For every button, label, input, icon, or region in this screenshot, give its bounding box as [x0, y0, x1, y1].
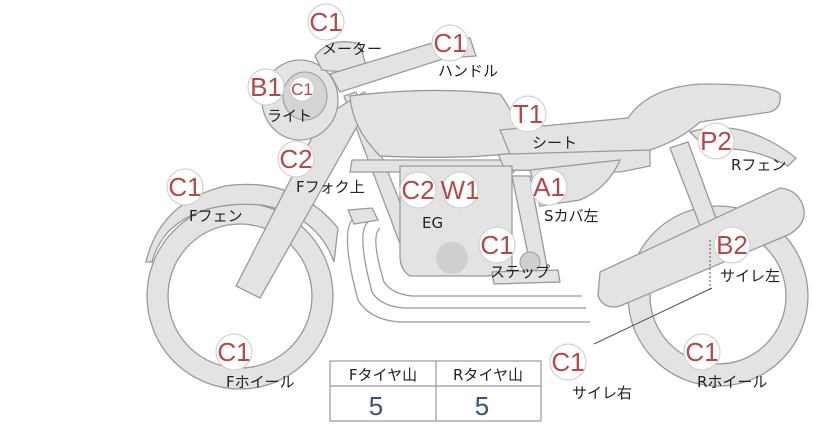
- part-muffler-left[interactable]: B2 サイレ左: [713, 226, 780, 285]
- front-fork-code: C2: [279, 144, 312, 174]
- rear-tread-header: Rタイヤ山: [453, 366, 523, 384]
- seat-shape: [499, 83, 781, 155]
- muffler-right-leader: [593, 287, 713, 345]
- step-label: ステップ: [490, 263, 550, 281]
- part-muffler-right[interactable]: C1 サイレ右: [549, 343, 632, 402]
- part-side-cover[interactable]: A1 Sカバ左: [530, 168, 599, 225]
- light-code: B1: [250, 72, 282, 102]
- front-fender-code: C1: [168, 172, 201, 202]
- part-step[interactable]: C1 ステップ: [478, 226, 550, 281]
- rear-fender-label: Rフェン: [731, 156, 786, 174]
- step-peg: [491, 269, 561, 285]
- engine-label: EG: [422, 214, 443, 232]
- side-cover-code: A1: [533, 172, 565, 202]
- part-handle[interactable]: C1 ハンドル: [431, 24, 498, 80]
- handle-code: C1: [433, 28, 466, 58]
- rear-wheel-label: Rホイール: [697, 373, 767, 391]
- rear-wheel-code: C1: [685, 337, 718, 367]
- seat-code: T1: [513, 99, 543, 129]
- rear-tread-value: 5: [475, 391, 489, 421]
- muffler-right-label: サイレ右: [572, 384, 632, 402]
- front-fork-label: Fフォク上: [296, 178, 365, 196]
- engine-code-secondary: W1: [441, 175, 480, 205]
- side-cover-label: Sカバ左: [544, 207, 599, 225]
- part-light[interactable]: B1 C1 ライト: [247, 68, 315, 125]
- part-rear-fender[interactable]: P2 Rフェン: [697, 122, 786, 174]
- muffler-right-code: C1: [551, 347, 584, 377]
- front-wheel-code: C1: [217, 337, 250, 367]
- seat-label: シート: [532, 134, 577, 152]
- front-tread-header: Fタイヤ山: [349, 366, 417, 384]
- step-code: C1: [480, 230, 513, 260]
- part-front-fender[interactable]: C1 Fフェン: [166, 168, 243, 225]
- exhaust-pipes: [346, 207, 590, 323]
- part-meter[interactable]: C1 メーター: [307, 3, 382, 58]
- muffler-shape: [597, 187, 805, 308]
- part-seat[interactable]: T1 シート: [509, 95, 577, 152]
- handle-label: ハンドル: [438, 62, 498, 80]
- front-fender-label: Fフェン: [189, 207, 243, 225]
- front-wheel-label: Fホイール: [226, 373, 295, 391]
- tread-table: Fタイヤ山 Rタイヤ山 5 5: [329, 360, 542, 422]
- muffler-left-label: サイレ左: [720, 267, 780, 285]
- meter-code: C1: [309, 7, 342, 37]
- muffler-left-code: B2: [716, 230, 748, 260]
- motorcycle-illustration: [145, 37, 809, 390]
- light-code-secondary: C1: [291, 80, 313, 99]
- part-front-fork[interactable]: C2 Fフォク上: [277, 140, 365, 196]
- meter-label: メーター: [322, 40, 382, 58]
- engine-code: C2: [401, 175, 434, 205]
- part-rear-wheel[interactable]: C1 Rホイール: [683, 333, 767, 391]
- part-front-wheel[interactable]: C1 Fホイール: [215, 333, 295, 391]
- part-engine[interactable]: C2 W1 EG: [399, 171, 480, 232]
- light-label: ライト: [267, 107, 312, 125]
- front-tread-value: 5: [369, 391, 383, 421]
- fuel-tank: [349, 89, 521, 158]
- rear-fender-code: P2: [700, 126, 732, 156]
